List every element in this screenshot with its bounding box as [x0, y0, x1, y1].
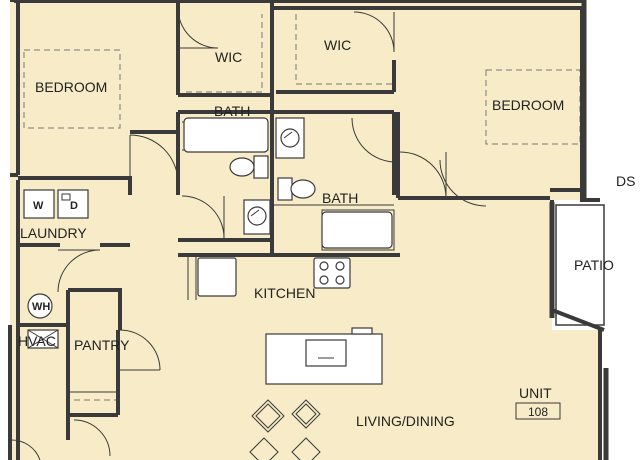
dryer-box: [57, 189, 89, 219]
pantry-label: PANTRY: [74, 337, 130, 353]
wic-right-label: WIC: [324, 37, 351, 53]
washer-label: W: [33, 200, 44, 212]
water-heater: [27, 293, 53, 319]
dryer-detail: [61, 193, 71, 201]
bedroom-right-label: BEDROOM: [492, 97, 564, 113]
kitchen-sink: [305, 339, 347, 367]
bath-upper-label: BATH: [214, 103, 250, 119]
floor-area: [10, 0, 600, 460]
corner-tag: DS: [616, 173, 635, 189]
island-appliance: [351, 327, 373, 335]
bath-lower-label: BATH: [322, 190, 358, 206]
bathtub-upper: [183, 117, 269, 153]
unit-number-box: [515, 402, 561, 420]
dryer-label: D: [70, 200, 78, 212]
washer-box: [23, 189, 55, 219]
laundry-label: LAUNDRY: [20, 225, 87, 241]
toilet-lower: [277, 177, 316, 201]
hvac-unit-cross: [27, 329, 59, 349]
unit-number: 108: [528, 405, 548, 419]
dining-chairs: [249, 399, 321, 460]
toilet-upper: [229, 155, 269, 179]
wic-right-shelf: [295, 14, 392, 85]
sink-lower: [243, 199, 271, 235]
doors: [9, 7, 487, 460]
wic-left-label: WIC: [215, 49, 242, 65]
exterior-wall-right: [549, 0, 609, 460]
wic-left-shelf: [186, 14, 263, 93]
unit-label: UNIT: [519, 385, 552, 401]
stove-cooktop: [313, 257, 351, 289]
sink-upper: [275, 117, 305, 159]
water-heater-label: WH: [32, 301, 50, 313]
living-dining-label: LIVING/DINING: [356, 413, 455, 429]
bedroom-left-label: BEDROOM: [35, 79, 107, 95]
hvac-label: HVAC: [18, 333, 56, 349]
patio-area: [555, 204, 605, 326]
kitchen-label: KITCHEN: [254, 285, 315, 301]
bedroom-left-ceiling-outline: [23, 49, 121, 129]
bathtub-lower: [321, 211, 393, 249]
patio-label: PATIO: [574, 257, 614, 273]
refrigerator: [197, 257, 237, 297]
